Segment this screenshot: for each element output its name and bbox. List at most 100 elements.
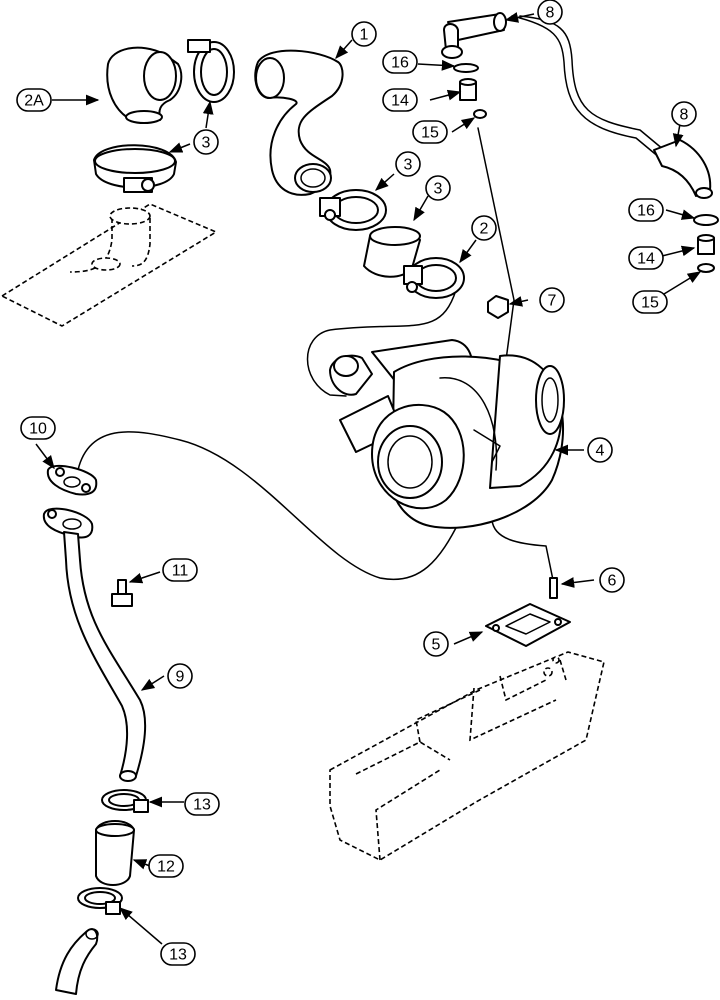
callout-11: 11: [162, 558, 198, 582]
callout-number: 4: [596, 443, 605, 460]
callout-14: 14: [628, 246, 664, 270]
callout-number: 16: [637, 203, 655, 220]
callout-bubble: [193, 129, 219, 155]
callout-bubble: [382, 88, 418, 112]
callout-number: 12: [157, 859, 175, 876]
washer-16-right: [693, 214, 719, 226]
callout-15: 15: [632, 290, 668, 314]
callout-13: 13: [184, 792, 220, 816]
callout-bubble: [148, 854, 184, 878]
callout-number: 8: [546, 5, 555, 22]
callout-number: 2: [480, 221, 489, 238]
callout-bubble: [628, 246, 664, 270]
callout-number: 10: [29, 421, 47, 438]
callout-number: 3: [404, 157, 413, 174]
callout-16: 16: [628, 198, 664, 222]
callout-number: 11: [172, 563, 189, 580]
callout-number: 15: [421, 125, 439, 142]
callout-3: 3: [193, 129, 219, 155]
callout-bubble: [587, 437, 613, 463]
callout-number: 13: [193, 797, 211, 814]
callout-number: 3: [202, 135, 211, 152]
callout-number: 16: [391, 55, 409, 72]
callout-bubble: [537, 0, 563, 25]
callout-5: 5: [423, 631, 449, 657]
oil-drain-line: [77, 431, 461, 581]
oil-supply-line-top: [519, 15, 665, 151]
callout-bubble: [423, 631, 449, 657]
nut-7: [487, 295, 509, 319]
callout-3: 3: [425, 175, 451, 201]
o-ring-15-top: [473, 109, 487, 119]
oil-supply-line-top-inner: [511, 15, 661, 159]
callout-bubble: [395, 151, 421, 177]
hose-clamp-to-turbo-line: [306, 289, 457, 397]
hose-clamp-left: [93, 144, 177, 193]
callout-8: 8: [671, 101, 697, 127]
drain-tube-9: [42, 507, 147, 782]
callout-bubble: [539, 287, 565, 313]
callout-8: 8: [537, 0, 563, 25]
hose-clamp-right: [403, 257, 465, 299]
callout-bubble: [184, 792, 220, 816]
callout-12: 12: [148, 854, 184, 878]
callout-16: 16: [382, 50, 418, 74]
callout-bubble: [382, 50, 418, 74]
callout-bubble: [16, 88, 52, 112]
callout-bubble: [351, 21, 377, 47]
callout-2A: 2A: [16, 88, 52, 112]
callout-number: 15: [641, 295, 659, 312]
fitting-14-right: [697, 234, 715, 255]
hose-clamp-top-left: [187, 39, 235, 103]
callout-number: 7: [548, 293, 557, 310]
callout-7: 7: [539, 287, 565, 313]
callout-bubble: [632, 290, 668, 314]
hose-clamp-middle: [319, 189, 387, 231]
callout-bubble: [471, 215, 497, 241]
fitting-14-top: [459, 78, 477, 101]
hose-12: [95, 820, 135, 886]
intake-flange-dashed: [1, 203, 217, 327]
callout-bubble: [160, 942, 196, 966]
callout-2: 2: [471, 215, 497, 241]
exhaust-manifold-dashed: [329, 651, 605, 861]
callout-9: 9: [167, 663, 193, 689]
callout-number: 14: [637, 251, 655, 268]
banjo-fitting-top: [441, 12, 507, 59]
bolt-11: [111, 579, 133, 607]
callout-4: 4: [587, 437, 613, 463]
callout-1: 1: [351, 21, 377, 47]
callout-number: 6: [608, 573, 617, 590]
hose-clamp-13-upper: [101, 789, 149, 813]
leader-lines: [35, 12, 702, 945]
turbocharger-4: [329, 339, 565, 529]
callout-10: 10: [20, 416, 56, 440]
callout-bubble: [167, 663, 193, 689]
callout-13: 13: [160, 942, 196, 966]
callout-number: 13: [169, 947, 187, 964]
callout-bubble: [20, 416, 56, 440]
callout-number: 2A: [24, 93, 44, 110]
banjo-fitting-right: [653, 139, 713, 199]
washer-16-top: [453, 63, 479, 73]
callout-number: 8: [680, 107, 689, 124]
elbow-hose-2a: [106, 46, 183, 124]
oil-return-line-turbo: [491, 519, 554, 581]
elbow-hose-lower: [55, 928, 99, 995]
callout-number: 9: [176, 669, 185, 686]
callout-bubble: [412, 120, 448, 144]
o-ring-15-right: [697, 263, 715, 273]
callout-6: 6: [599, 567, 625, 593]
callout-number: 14: [391, 93, 409, 110]
callout-15: 15: [412, 120, 448, 144]
callout-bubble: [425, 175, 451, 201]
stud-6: [549, 577, 558, 599]
callout-3: 3: [395, 151, 421, 177]
callout-bubble: [599, 567, 625, 593]
gasket-5: [485, 603, 571, 647]
callout-14: 14: [382, 88, 418, 112]
gasket-10: [46, 464, 98, 496]
